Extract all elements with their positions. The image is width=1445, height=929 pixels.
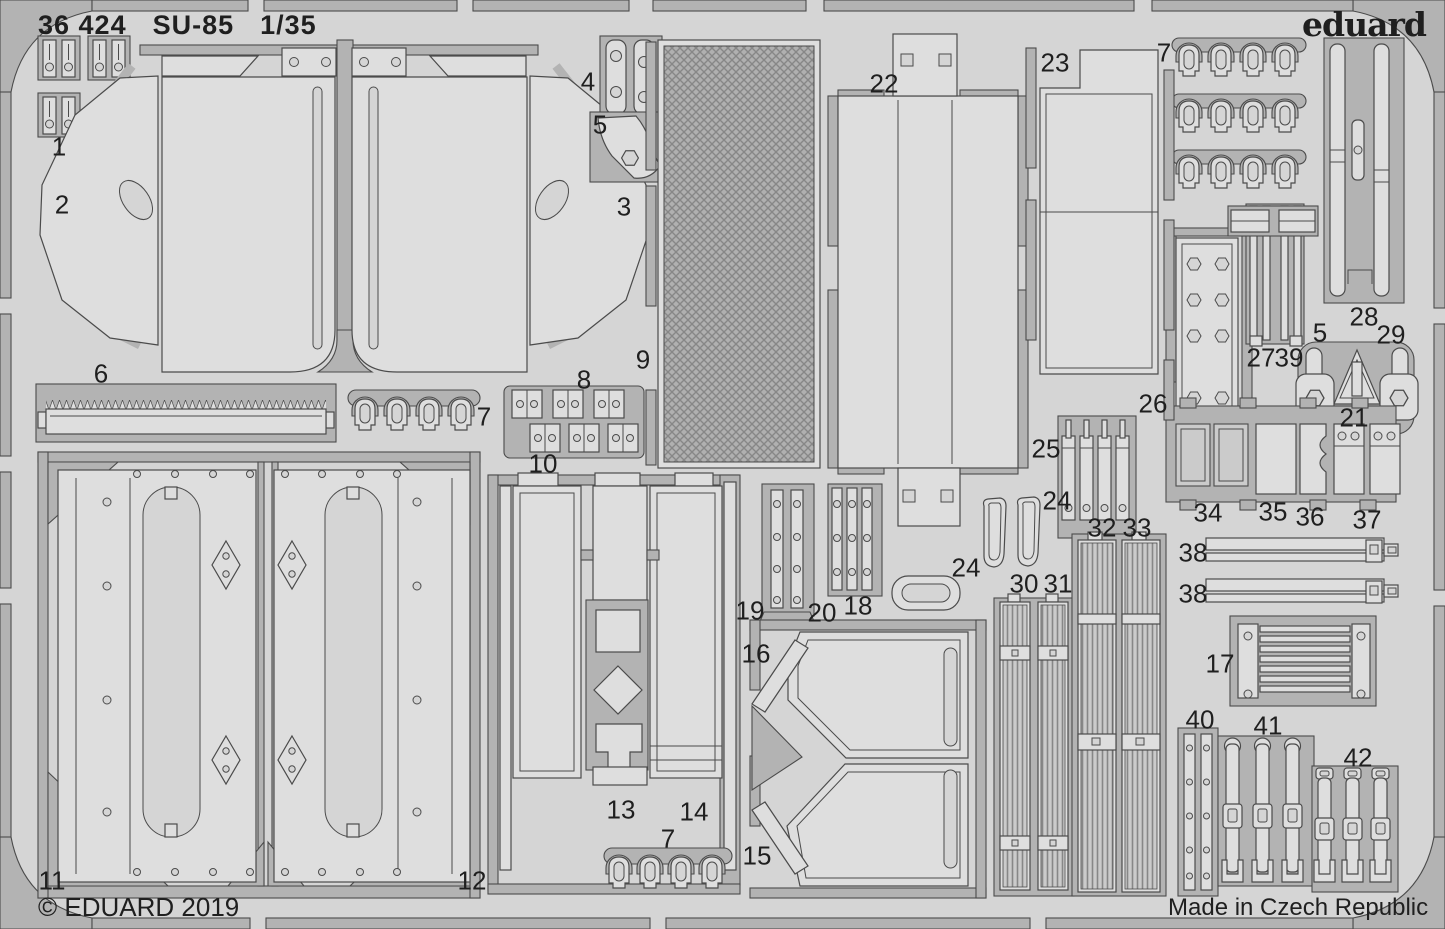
part-number-label: 19 — [735, 595, 765, 626]
part-number-label: 39 — [1274, 342, 1304, 373]
part-group-5 — [589, 111, 665, 183]
part-group-7-bottom — [603, 847, 733, 889]
part-group-7-top — [1171, 37, 1307, 189]
part-number-label: 32 — [1087, 512, 1117, 543]
sheet-scale: 1/35 — [260, 10, 317, 40]
part-group-11-12 — [37, 451, 481, 899]
part-number-label: 7 — [660, 823, 676, 854]
part-group-27-39 — [1227, 203, 1319, 347]
part-number-label: 37 — [1352, 504, 1382, 535]
part-group-23 — [1025, 47, 1159, 375]
part-group-2-3 — [39, 63, 649, 373]
part-number-label: 16 — [741, 638, 771, 669]
part-number-label: 30 — [1009, 568, 1039, 599]
part-group-38 — [1205, 537, 1399, 604]
copyright-text: © EDUARD 2019 — [38, 892, 240, 922]
part-number-label: 23 — [1040, 47, 1070, 78]
part-group-30-31 — [993, 593, 1075, 897]
part-number-label: 17 — [1205, 648, 1235, 679]
part-number-label: 1 — [51, 131, 67, 162]
part-number-label: 36 — [1295, 501, 1325, 532]
part-group-28 — [1323, 37, 1405, 304]
part-number-label: 38 — [1178, 578, 1208, 609]
part-number-label: 9 — [635, 344, 651, 375]
part-group-32-33 — [1071, 531, 1167, 897]
part-number-label: 24 — [1042, 485, 1072, 516]
part-group-9 — [645, 39, 821, 469]
sheet-title: 36 424 SU-85 1/35 — [38, 10, 343, 41]
part-group-22 — [827, 33, 1029, 527]
part-number-label: 5 — [592, 109, 608, 140]
part-number-label: 27 — [1246, 342, 1276, 373]
part-number-label: 4 — [580, 66, 596, 97]
part-group-13-14 — [487, 472, 741, 895]
part-number-label: 8 — [576, 364, 592, 395]
part-number-label: 28 — [1349, 301, 1379, 332]
part-number-label: 7 — [1156, 37, 1172, 68]
part-number-label: 7 — [476, 401, 492, 432]
part-group-25 — [1057, 415, 1137, 539]
part-number-label: 21 — [1339, 402, 1369, 433]
part-number-label: 18 — [843, 590, 873, 621]
part-number-label: 13 — [606, 794, 636, 825]
part-group-7-mid — [347, 389, 481, 431]
part-number-label: 15 — [742, 840, 772, 871]
part-number-label: 6 — [93, 358, 109, 389]
part-number-label: 12 — [457, 865, 487, 896]
part-number-label: 14 — [679, 796, 709, 827]
sheet-kit-name: SU-85 — [152, 10, 235, 40]
part-group-34-37 — [1165, 397, 1401, 511]
part-number-label: 2 — [54, 189, 70, 220]
part-number-label: 40 — [1185, 704, 1215, 735]
part-number-label: 11 — [38, 865, 66, 896]
sprue-rails-right — [1163, 69, 1175, 421]
brand-logo: eduard — [1302, 5, 1427, 44]
part-number-label: 38 — [1178, 537, 1208, 568]
part-group-15-16 — [749, 619, 987, 899]
part-number-label: 41 — [1253, 710, 1283, 741]
part-number-label: 26 — [1138, 388, 1168, 419]
sheet-code: 36 424 — [38, 10, 127, 40]
part-number-label: 35 — [1258, 496, 1288, 527]
part-group-42 — [1311, 765, 1399, 893]
part-group-18 — [827, 483, 961, 611]
part-group-6 — [35, 383, 337, 443]
part-number-label: 22 — [869, 68, 899, 99]
part-number-label: 24 — [951, 552, 981, 583]
part-number-label: 10 — [528, 448, 558, 479]
part-number-label: 31 — [1043, 568, 1073, 599]
sprue-rails-top — [139, 39, 539, 373]
part-number-label: 34 — [1193, 497, 1223, 528]
part-number-label: 25 — [1031, 433, 1061, 464]
part-number-label: 5 — [1312, 317, 1328, 348]
part-number-label: 29 — [1376, 319, 1406, 350]
part-number-label: 42 — [1343, 742, 1373, 773]
part-number-label: 3 — [616, 191, 632, 222]
part-group-41 — [1217, 735, 1315, 887]
part-number-label: 20 — [807, 597, 837, 628]
origin-text: Made in Czech Republic — [1168, 894, 1429, 921]
part-group-17 — [1229, 615, 1377, 707]
part-number-label: 33 — [1122, 512, 1152, 543]
part-group-8 — [503, 385, 645, 459]
